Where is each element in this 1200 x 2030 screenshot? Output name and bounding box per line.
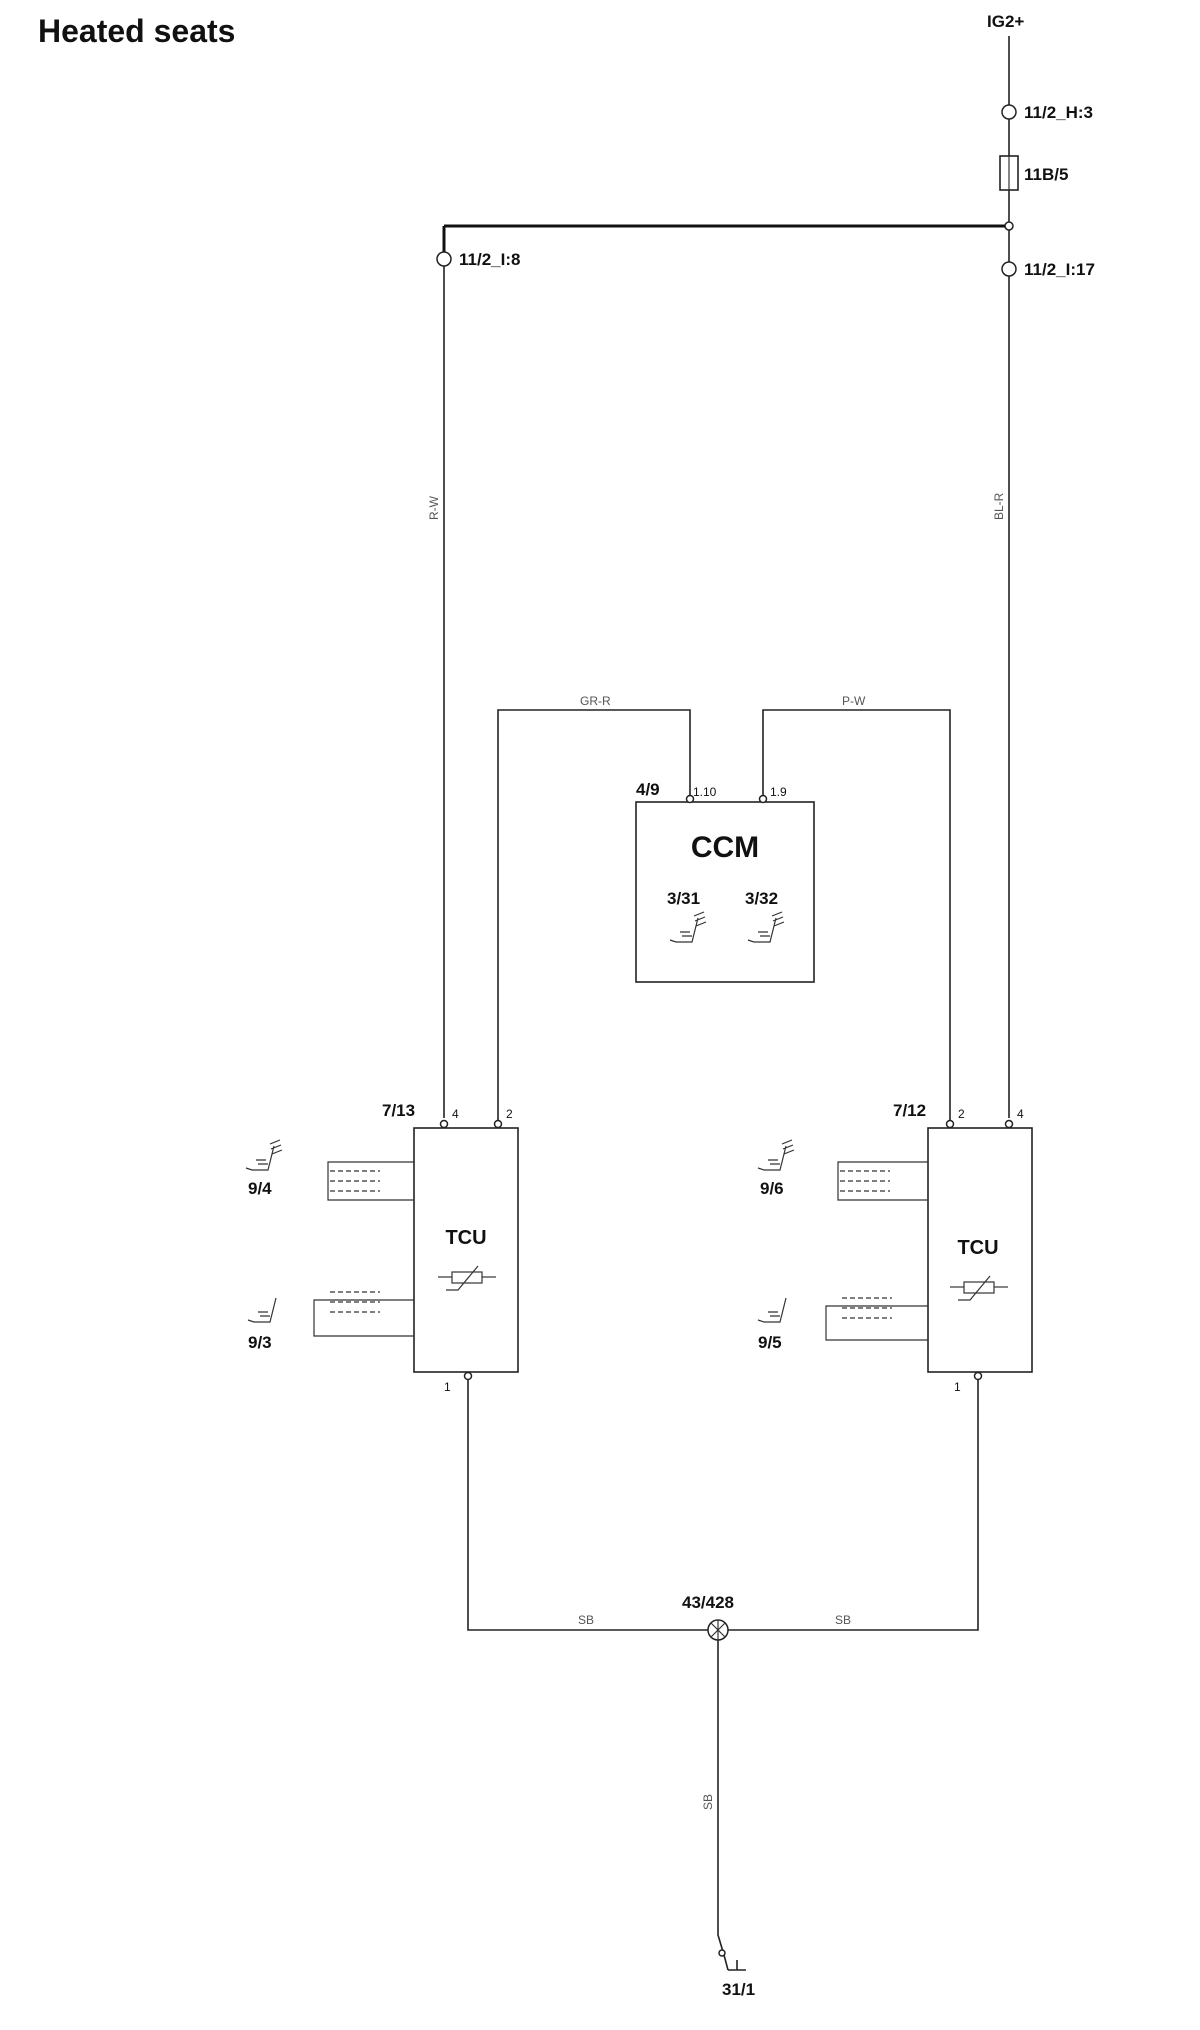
ccm-name: CCM <box>691 831 759 864</box>
backrest-heater-right-icon <box>757 1139 795 1171</box>
tcu-right-pin-feed-label: 4 <box>1017 1107 1024 1121</box>
tcu-left-thermistor-icon <box>438 1265 496 1291</box>
right-feed-wire-label: BL-R <box>992 492 1006 520</box>
tcu-left-box <box>413 1127 519 1373</box>
tcu-right-pin-ground <box>973 1371 983 1381</box>
page-title: Heated seats <box>38 13 235 49</box>
left-feed-wire-label: R-W <box>427 495 441 520</box>
supply-label: IG2+ <box>987 12 1024 31</box>
connector-h3-node <box>1001 104 1017 120</box>
connector-i17-label: 11/2_I:17 <box>1024 260 1095 279</box>
tcu-left-pin-feed <box>439 1119 449 1129</box>
tcu-left-pin-signal <box>493 1119 503 1129</box>
right-signal-wire-label: P-W <box>842 694 866 708</box>
connector-i17-node <box>1001 261 1017 277</box>
ccm-module: 4/9 1.10 1.9 CCM 3/31 3/32 <box>635 780 815 983</box>
right-signal-wire <box>762 709 951 1122</box>
tcu-left-name: TCU <box>445 1227 486 1249</box>
seat-heat-switch-left-icon <box>669 911 707 943</box>
ccm-switch-right-label: 3/32 <box>745 889 778 908</box>
ground-splice-label: 43/428 <box>682 1593 734 1612</box>
tcu-right-cushion-heater <box>825 1297 928 1341</box>
connector-h3-label: 11/2_H:3 <box>1024 103 1093 122</box>
cushion-heater-right-label: 9/5 <box>758 1333 782 1352</box>
ground-wire-right-label: SB <box>835 1613 851 1627</box>
cushion-heater-left-icon <box>247 1297 277 1323</box>
ccm-ref: 4/9 <box>636 780 660 799</box>
tcu-left-pin-ground-label: 1 <box>444 1380 451 1394</box>
tcu-right-module: 7/12 2 4 1 TCU 9/6 9/5 <box>757 1101 1033 1394</box>
tcu-left-module: 7/13 4 2 1 TCU 9/4 <box>245 1101 519 1394</box>
cushion-heater-right-icon <box>757 1297 787 1323</box>
cushion-heater-left-label: 9/3 <box>248 1333 272 1352</box>
tcu-left-pin-signal-label: 2 <box>506 1107 513 1121</box>
tcu-left-ref: 7/13 <box>382 1101 415 1120</box>
ground-wire-right <box>728 1380 979 1631</box>
left-signal-wire <box>497 709 691 1122</box>
seat-heat-switch-right-icon <box>747 911 785 943</box>
tcu-right-backrest-heater <box>837 1161 928 1201</box>
tcu-right-pin-ground-label: 1 <box>954 1380 961 1394</box>
ground-wire-main-label: SB <box>701 1794 715 1810</box>
ground-wire-main <box>717 1640 725 1956</box>
ccm-switch-left-label: 3/31 <box>667 889 700 908</box>
fuse-label: 11B/5 <box>1024 165 1068 184</box>
backrest-heater-left-icon <box>245 1139 283 1171</box>
tcu-right-pin-signal-label: 2 <box>958 1107 965 1121</box>
tcu-right-ref: 7/12 <box>893 1101 926 1120</box>
ground-wire-left <box>467 1380 708 1631</box>
ground-wire-left-label: SB <box>578 1613 594 1627</box>
tcu-right-pin-signal <box>945 1119 955 1129</box>
tcu-left-backrest-heater <box>327 1161 414 1201</box>
tcu-right-thermistor-icon <box>950 1275 1008 1301</box>
ground-terminal-label: 31/1 <box>722 1980 755 1999</box>
tcu-right-name: TCU <box>957 1237 998 1259</box>
ccm-pin-right-label: 1.9 <box>770 785 787 799</box>
ground-splice-icon <box>707 1619 729 1641</box>
connector-i8-label: 11/2_I:8 <box>459 250 520 269</box>
tcu-right-box <box>927 1127 1033 1373</box>
tcu-left-pin-feed-label: 4 <box>452 1107 459 1121</box>
splice-node <box>1004 221 1014 231</box>
backrest-heater-left-label: 9/4 <box>248 1179 272 1198</box>
connector-i8-node <box>436 251 452 267</box>
tcu-left-cushion-heater <box>313 1291 414 1337</box>
tcu-left-pin-ground <box>463 1371 473 1381</box>
ccm-box <box>635 801 815 983</box>
tcu-right-pin-feed <box>1004 1119 1014 1129</box>
ground-terminal-node <box>718 1949 726 1957</box>
ccm-pin-right <box>758 794 768 804</box>
backrest-heater-right-label: 9/6 <box>760 1179 784 1198</box>
chassis-ground-icon <box>723 1954 746 1971</box>
ccm-pin-left-label: 1.10 <box>693 785 717 799</box>
ccm-pin-left <box>685 794 695 804</box>
left-signal-wire-label: GR-R <box>580 694 611 708</box>
